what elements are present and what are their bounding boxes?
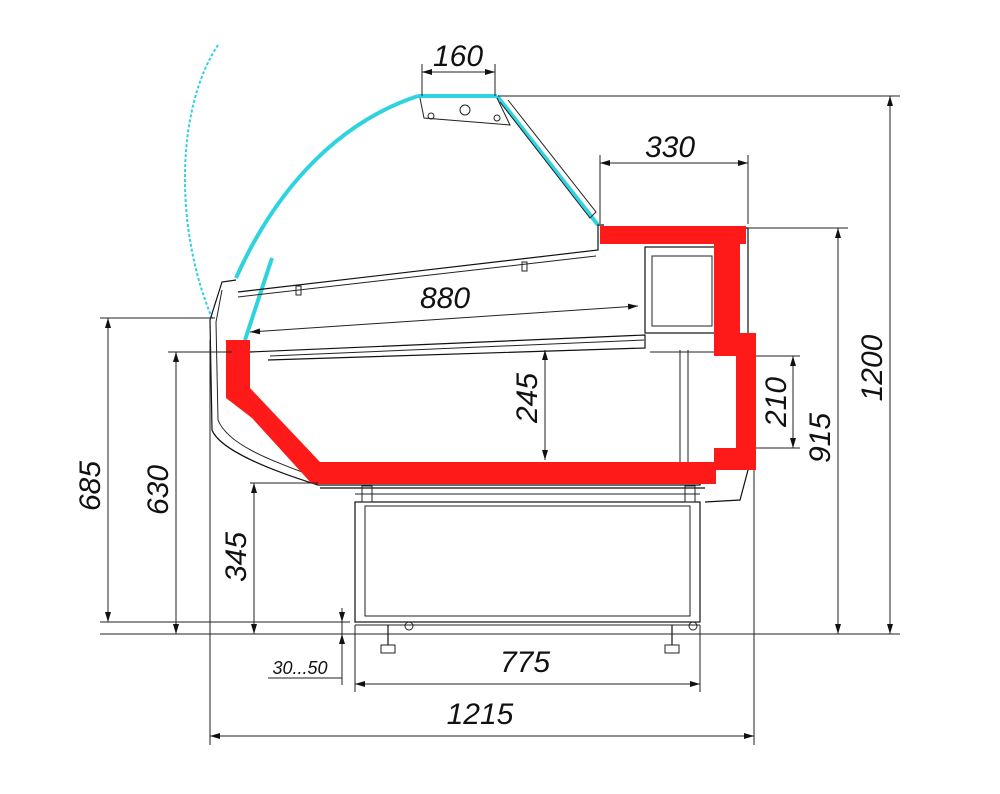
glass-elements [184,44,600,341]
lamp-housing [419,97,511,126]
upper-shelf [237,224,604,293]
dim-top-width: 160 [433,40,483,73]
display-shelf [249,334,646,361]
dim-rear-shelf-width: 330 [645,131,695,164]
top-rear-insulation [600,226,746,244]
evaporator-block [644,246,718,334]
front-profile [209,279,706,486]
dim-counter-height: 915 [804,413,837,463]
dim-rear-wall-height: 210 [760,377,793,428]
front-insulation [226,340,716,484]
base-frame [354,501,701,623]
dim-working-height: 630 [142,465,175,515]
foot-left [380,621,414,654]
rear-insulation [714,244,756,470]
dimension-lines [100,64,900,745]
rear-sloped-glass [495,94,600,227]
dim-foot-adjust: 30...50 [272,658,327,678]
dim-base-height: 345 [220,532,253,582]
dim-total-depth: 1215 [447,698,514,731]
front-small-glass [243,257,274,341]
front-curved-glass [234,94,419,279]
dimension-labels: 160 330 880 245 210 1200 915 685 630 345… [74,40,889,731]
dim-total-height: 1200 [856,334,889,401]
dim-front-height: 685 [74,461,107,511]
foot-right [664,621,698,654]
dim-shelf-depth: 880 [420,282,470,315]
open-glass-arc [184,44,219,319]
case-outline [209,97,749,503]
dim-display-height: 245 [511,373,544,424]
insulation [226,226,756,484]
dim-base-width: 775 [500,646,550,679]
base-stand [354,485,701,654]
